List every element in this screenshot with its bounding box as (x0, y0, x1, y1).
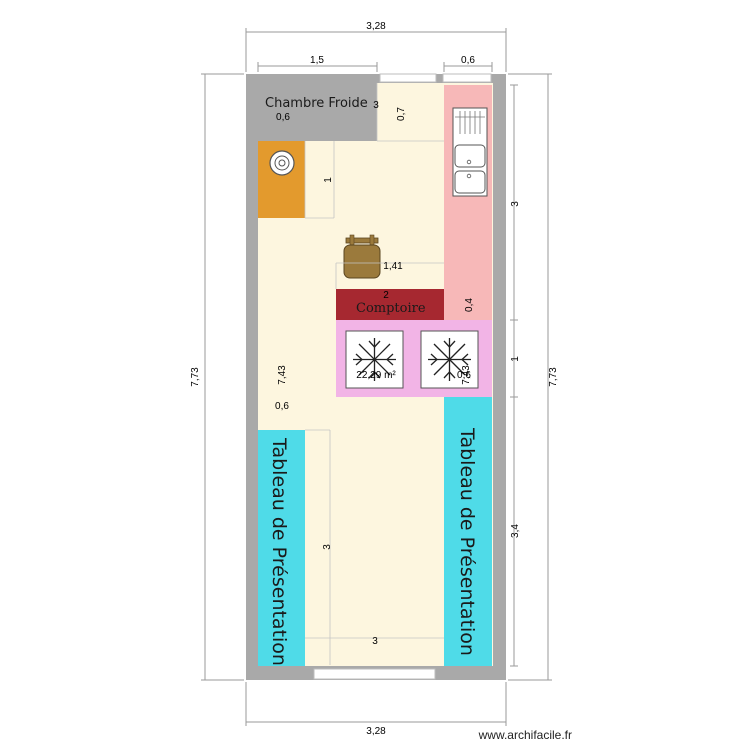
dim-top-right: 0,6 (461, 55, 475, 66)
dim-oven-height: 1 (323, 177, 334, 183)
door-bottom (313, 668, 436, 680)
stool-icon (343, 234, 381, 279)
inner-dimension-lines (304, 83, 444, 665)
dim-counter-depth: 2 (383, 290, 389, 301)
display-right (444, 397, 492, 666)
dim-bottom-inner: 3 (372, 636, 378, 647)
dimension-lines (201, 28, 552, 726)
dim-inner-left-height: 7,43 (277, 365, 288, 385)
dim-counter-height: 0,4 (464, 298, 475, 312)
window-top-right (442, 73, 492, 83)
cold-room (258, 83, 377, 141)
dim-inner-right-height: 7,43 (461, 365, 472, 385)
dim-cold-room-height: 0,7 (396, 107, 407, 121)
dim-bottom-total: 3,28 (366, 726, 386, 737)
dim-counter-width: 1,41 (383, 261, 403, 272)
dim-cold-room-depth: 0,6 (276, 112, 290, 123)
display-right-label: Tableau de Présentation (456, 427, 478, 656)
dim-sink-run: 3 (510, 201, 521, 207)
cold-room-label: Chambre Froide (265, 96, 368, 111)
archifacile-watermark[interactable]: www.archifacile.fr (478, 728, 572, 742)
dim-cold-room-width: 3 (373, 100, 379, 111)
dim-top-left: 1,5 (310, 55, 324, 66)
dim-top-total: 3,28 (366, 21, 386, 32)
dim-left-display-height: 3 (322, 544, 333, 550)
snowflake-icon (345, 330, 404, 389)
dim-right-total: 7,73 (548, 367, 559, 387)
display-left (258, 430, 305, 666)
double-sink-icon (452, 107, 488, 197)
counter-label: Comptoire (356, 301, 426, 316)
dim-left-display-width: 0,6 (275, 401, 289, 412)
window-top (379, 73, 437, 83)
oven-burner-icon (269, 150, 295, 176)
dim-right-display-height: 3,4 (510, 524, 521, 538)
counter (336, 289, 444, 320)
dim-freezer-depth: 1 (510, 356, 521, 362)
snowflake-icon (420, 330, 479, 389)
dim-freezer-side: 0,6 (457, 370, 471, 381)
display-left-label: Tableau de Présentation (268, 437, 290, 666)
area-label: 22,29 m² (356, 370, 396, 381)
dim-left-total: 7,73 (190, 367, 201, 387)
